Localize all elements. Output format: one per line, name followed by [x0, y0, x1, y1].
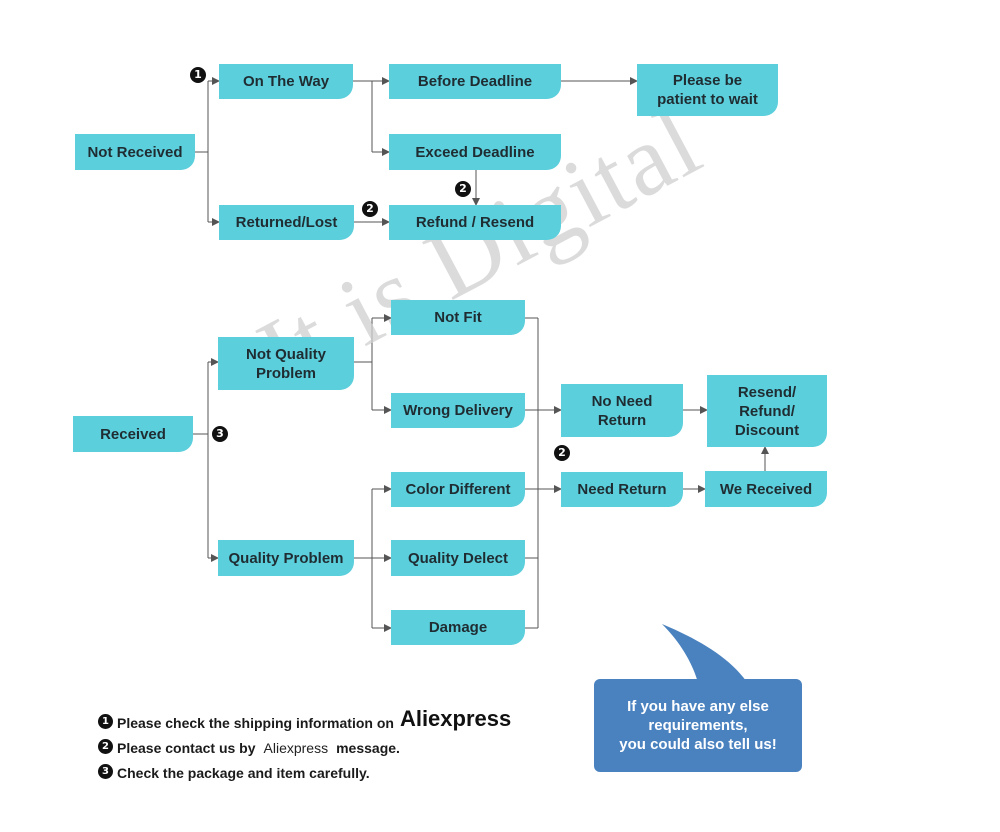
note-3: 3 Check the package and item carefully. [98, 756, 511, 781]
node-not-received: Not Received [75, 134, 195, 170]
aliexpress-inline-text: Aliexpress [263, 740, 329, 756]
node-quality-defect: Quality Delect [391, 540, 525, 576]
node-not-quality-problem: Not Quality Problem [218, 337, 354, 390]
node-before-deadline: Before Deadline [389, 64, 561, 99]
node-no-need-return: No Need Return [561, 384, 683, 437]
note-2-badge: 2 [98, 739, 113, 754]
note-1: 1 Please check the shipping information … [98, 706, 511, 731]
node-color-different: Color Different [391, 472, 525, 507]
node-wrong-delivery: Wrong Delivery [391, 393, 525, 428]
node-refund-resend: Refund / Resend [389, 205, 561, 240]
step-one-badge: 1 [190, 67, 206, 83]
aliexpress-logo-text: Aliexpress [399, 706, 512, 731]
note-3-badge: 3 [98, 764, 113, 779]
note-2: 2 Please contact us by Aliexpress messag… [98, 731, 511, 756]
step-two-badge-lost: 2 [362, 201, 378, 217]
node-returned-lost: Returned/Lost [219, 205, 354, 240]
node-damage: Damage [391, 610, 525, 645]
node-on-the-way: On The Way [219, 64, 353, 99]
note-1-text: Please check the shipping information on [117, 715, 394, 731]
step-three-badge: 3 [212, 426, 228, 442]
node-we-received: We Received [705, 471, 827, 507]
node-resend-refund-discount: Resend/ Refund/ Discount [707, 375, 827, 447]
step-two-badge-refund: 2 [455, 181, 471, 197]
node-exceed-deadline: Exceed Deadline [389, 134, 561, 170]
speech-bubble: If you have any else requirements, you c… [594, 679, 802, 772]
note-3-text: Check the package and item carefully. [117, 765, 370, 781]
node-received: Received [73, 416, 193, 452]
node-quality-problem: Quality Problem [218, 540, 354, 576]
node-not-fit: Not Fit [391, 300, 525, 335]
notes-list: 1 Please check the shipping information … [98, 706, 511, 781]
note-1-badge: 1 [98, 714, 113, 729]
node-patient-to-wait: Please be patient to wait [637, 64, 778, 116]
node-need-return: Need Return [561, 472, 683, 507]
note-2-text-before: Please contact us by [117, 740, 256, 756]
note-2-text-after: message. [336, 740, 400, 756]
step-two-badge-return: 2 [554, 445, 570, 461]
